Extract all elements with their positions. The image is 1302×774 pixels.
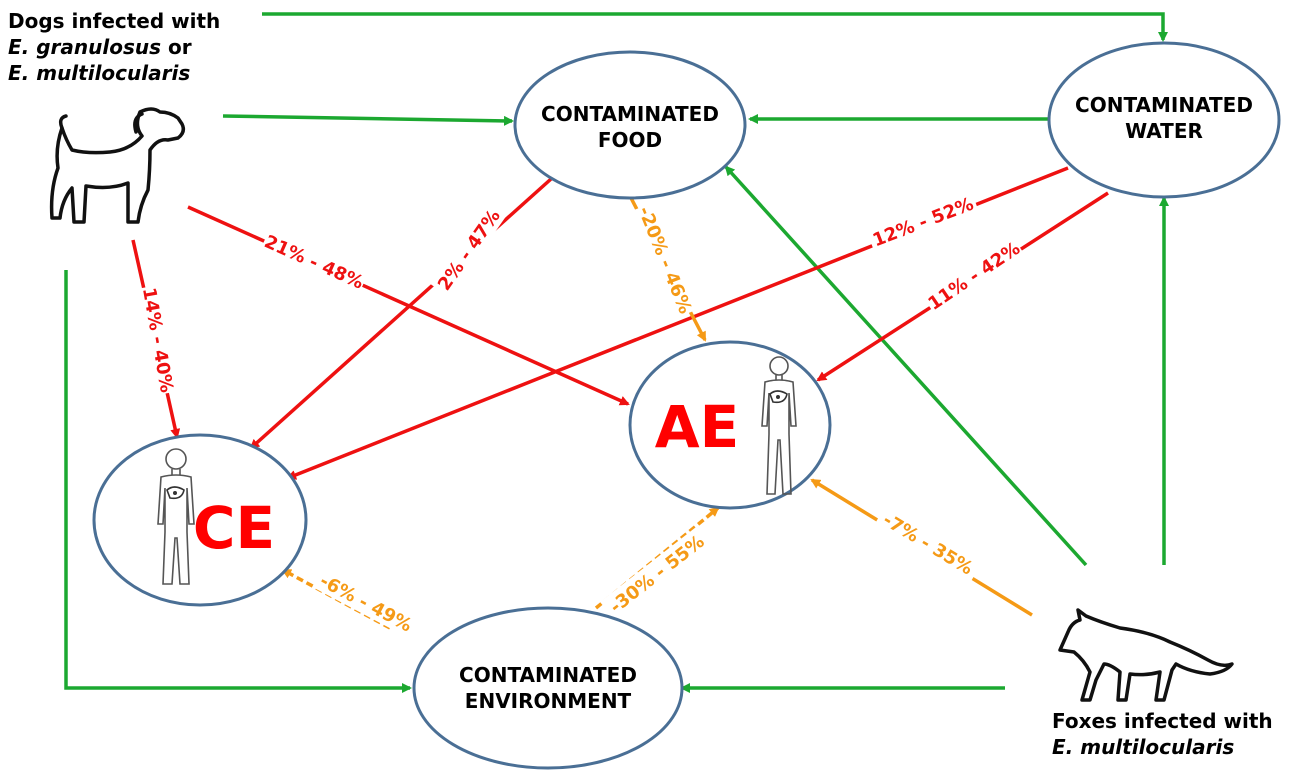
ce-label: CE <box>193 494 275 562</box>
green-arrows <box>64 12 1169 693</box>
label-food-ce: 2% - 47% <box>434 206 505 295</box>
label-env-ce: -6% - 49% <box>316 570 415 636</box>
dogs-caption-line2: E. granulosus or <box>8 34 220 60</box>
ae-label: AE <box>655 393 740 461</box>
label-dog-ae: 21% - 48% <box>261 231 367 293</box>
dogs-species-2: E. multilocularis <box>8 61 191 85</box>
water-line1: CONTAMINATED <box>1075 93 1253 117</box>
dogs-caption-or: or <box>161 35 192 59</box>
foxes-caption: Foxes infected with E. multilocularis <box>1052 708 1273 760</box>
food-line1: CONTAMINATED <box>541 102 719 126</box>
dog-icon <box>49 107 186 224</box>
fox-icon <box>1058 608 1234 702</box>
node-contaminated-food: CONTAMINATED FOOD <box>513 50 747 200</box>
arrow-dogs-to-food <box>222 114 514 126</box>
label-food-ae: -20% - 46% <box>634 204 696 317</box>
dogs-caption: Dogs infected with E. granulosus or E. m… <box>8 8 220 86</box>
node-contaminated-water: CONTAMINATED WATER <box>1047 41 1281 199</box>
environment-line2: ENVIRONMENT <box>465 689 632 713</box>
food-line2: FOOD <box>598 128 662 152</box>
environment-line1: CONTAMINATED <box>459 663 637 687</box>
arrow-fox-to-food <box>724 165 1088 567</box>
node-ae: AE <box>628 340 832 510</box>
foxes-species: E. multilocularis <box>1052 735 1235 759</box>
label-water-ae: 11% - 42% <box>924 238 1024 315</box>
foxes-caption-line2: E. multilocularis <box>1052 734 1273 760</box>
dogs-caption-line3: E. multilocularis <box>8 60 220 86</box>
label-env-ae: -30% - 55% <box>606 531 708 618</box>
label-fox-ae: -7% - 35% <box>879 509 976 579</box>
arrow-dogs-to-environment <box>64 270 412 693</box>
arrow-dogs-to-water <box>262 12 1168 42</box>
foxes-caption-line1: Foxes infected with <box>1052 709 1273 733</box>
water-line2: WATER <box>1125 119 1203 143</box>
human-liver-icon <box>761 356 797 495</box>
human-liver-icon <box>157 448 195 585</box>
node-contaminated-environment: CONTAMINATED ENVIRONMENT <box>412 606 684 770</box>
dogs-species-1: E. granulosus <box>8 35 162 59</box>
dogs-caption-line1: Dogs infected with <box>8 9 221 33</box>
arrow-food-to-ce <box>249 177 553 450</box>
node-ce: CE <box>92 433 308 607</box>
